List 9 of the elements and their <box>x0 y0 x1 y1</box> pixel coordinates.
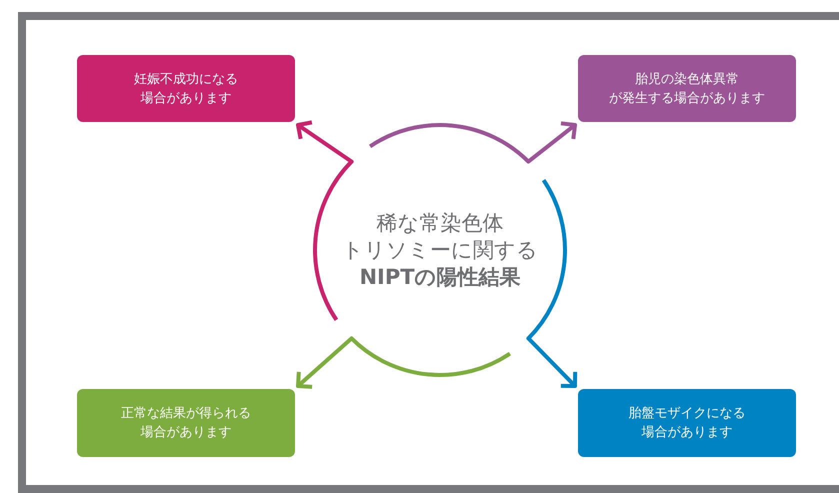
outcome-box: 胎盤モザイクになる場合があります <box>578 389 796 457</box>
outcome-box: 妊娠不成功になる場合があります <box>77 55 295 122</box>
curved-arrow <box>369 121 577 164</box>
center-text: 稀な常染色体トリソミーに関するNIPTの陽性結果 <box>342 210 538 290</box>
curved-arrow <box>526 179 578 388</box>
curved-arrow <box>296 120 354 321</box>
outcome-box: 正常な結果が得られる場合があります <box>77 389 295 457</box>
curved-arrow <box>296 336 511 389</box>
outcome-box: 胎児の染色体異常が発生する場合があります <box>578 55 796 122</box>
